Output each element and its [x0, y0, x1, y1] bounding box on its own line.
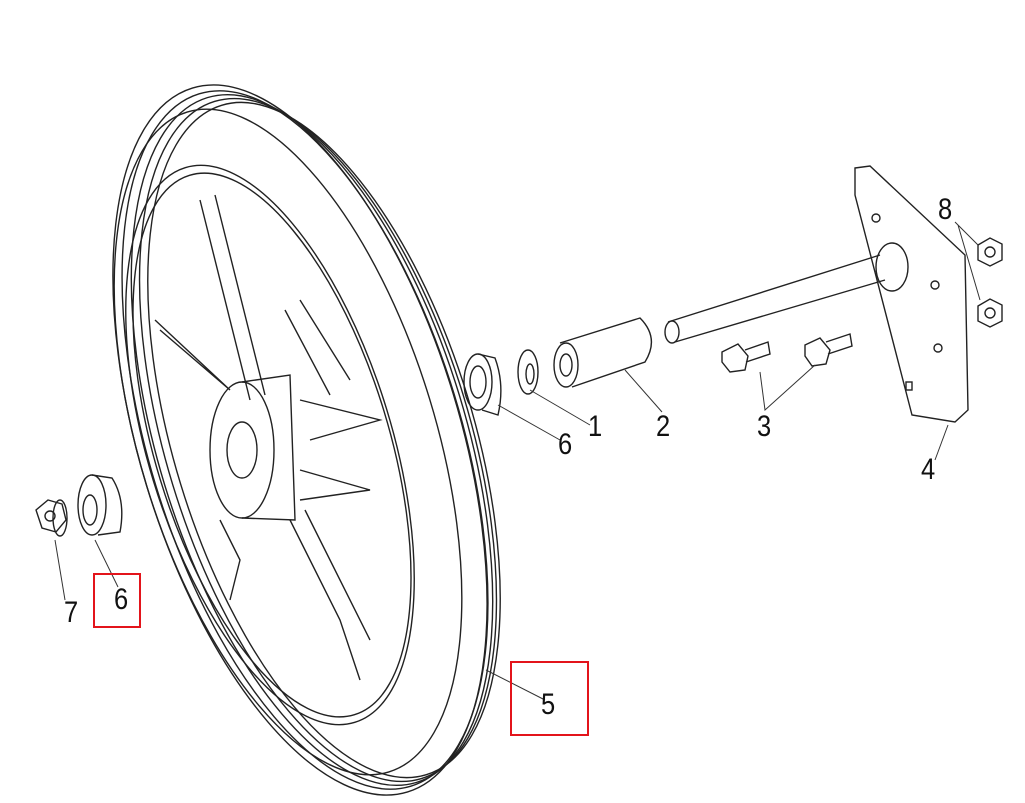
callout-4: 4	[921, 453, 936, 486]
part-3-bolts	[721, 333, 853, 373]
callout-3: 3	[757, 410, 772, 443]
callout-6-inner: 6	[558, 428, 573, 461]
wheel-tire	[112, 84, 501, 796]
callout-8: 8	[938, 193, 953, 226]
callout-6-outer: 6	[114, 583, 129, 616]
callout-2: 2	[656, 410, 671, 443]
leader-lines	[54, 221, 981, 701]
wheel-spokes	[154, 194, 383, 681]
part-6-outer-bushing	[77, 474, 123, 536]
part-7-nut	[35, 499, 68, 537]
highlight-box-part-5	[510, 661, 589, 736]
callout-1: 1	[588, 410, 603, 443]
callout-5: 5	[541, 688, 556, 721]
part-1-washer	[517, 349, 539, 395]
callout-7: 7	[64, 596, 79, 629]
part-6-inner-bushing	[463, 353, 502, 416]
wheel-hub	[209, 374, 296, 521]
part-4-axle-plate	[664, 165, 969, 423]
part-2-spacer	[553, 317, 653, 388]
highlight-box-part-6	[93, 573, 141, 628]
part-8-nuts	[977, 237, 1003, 328]
